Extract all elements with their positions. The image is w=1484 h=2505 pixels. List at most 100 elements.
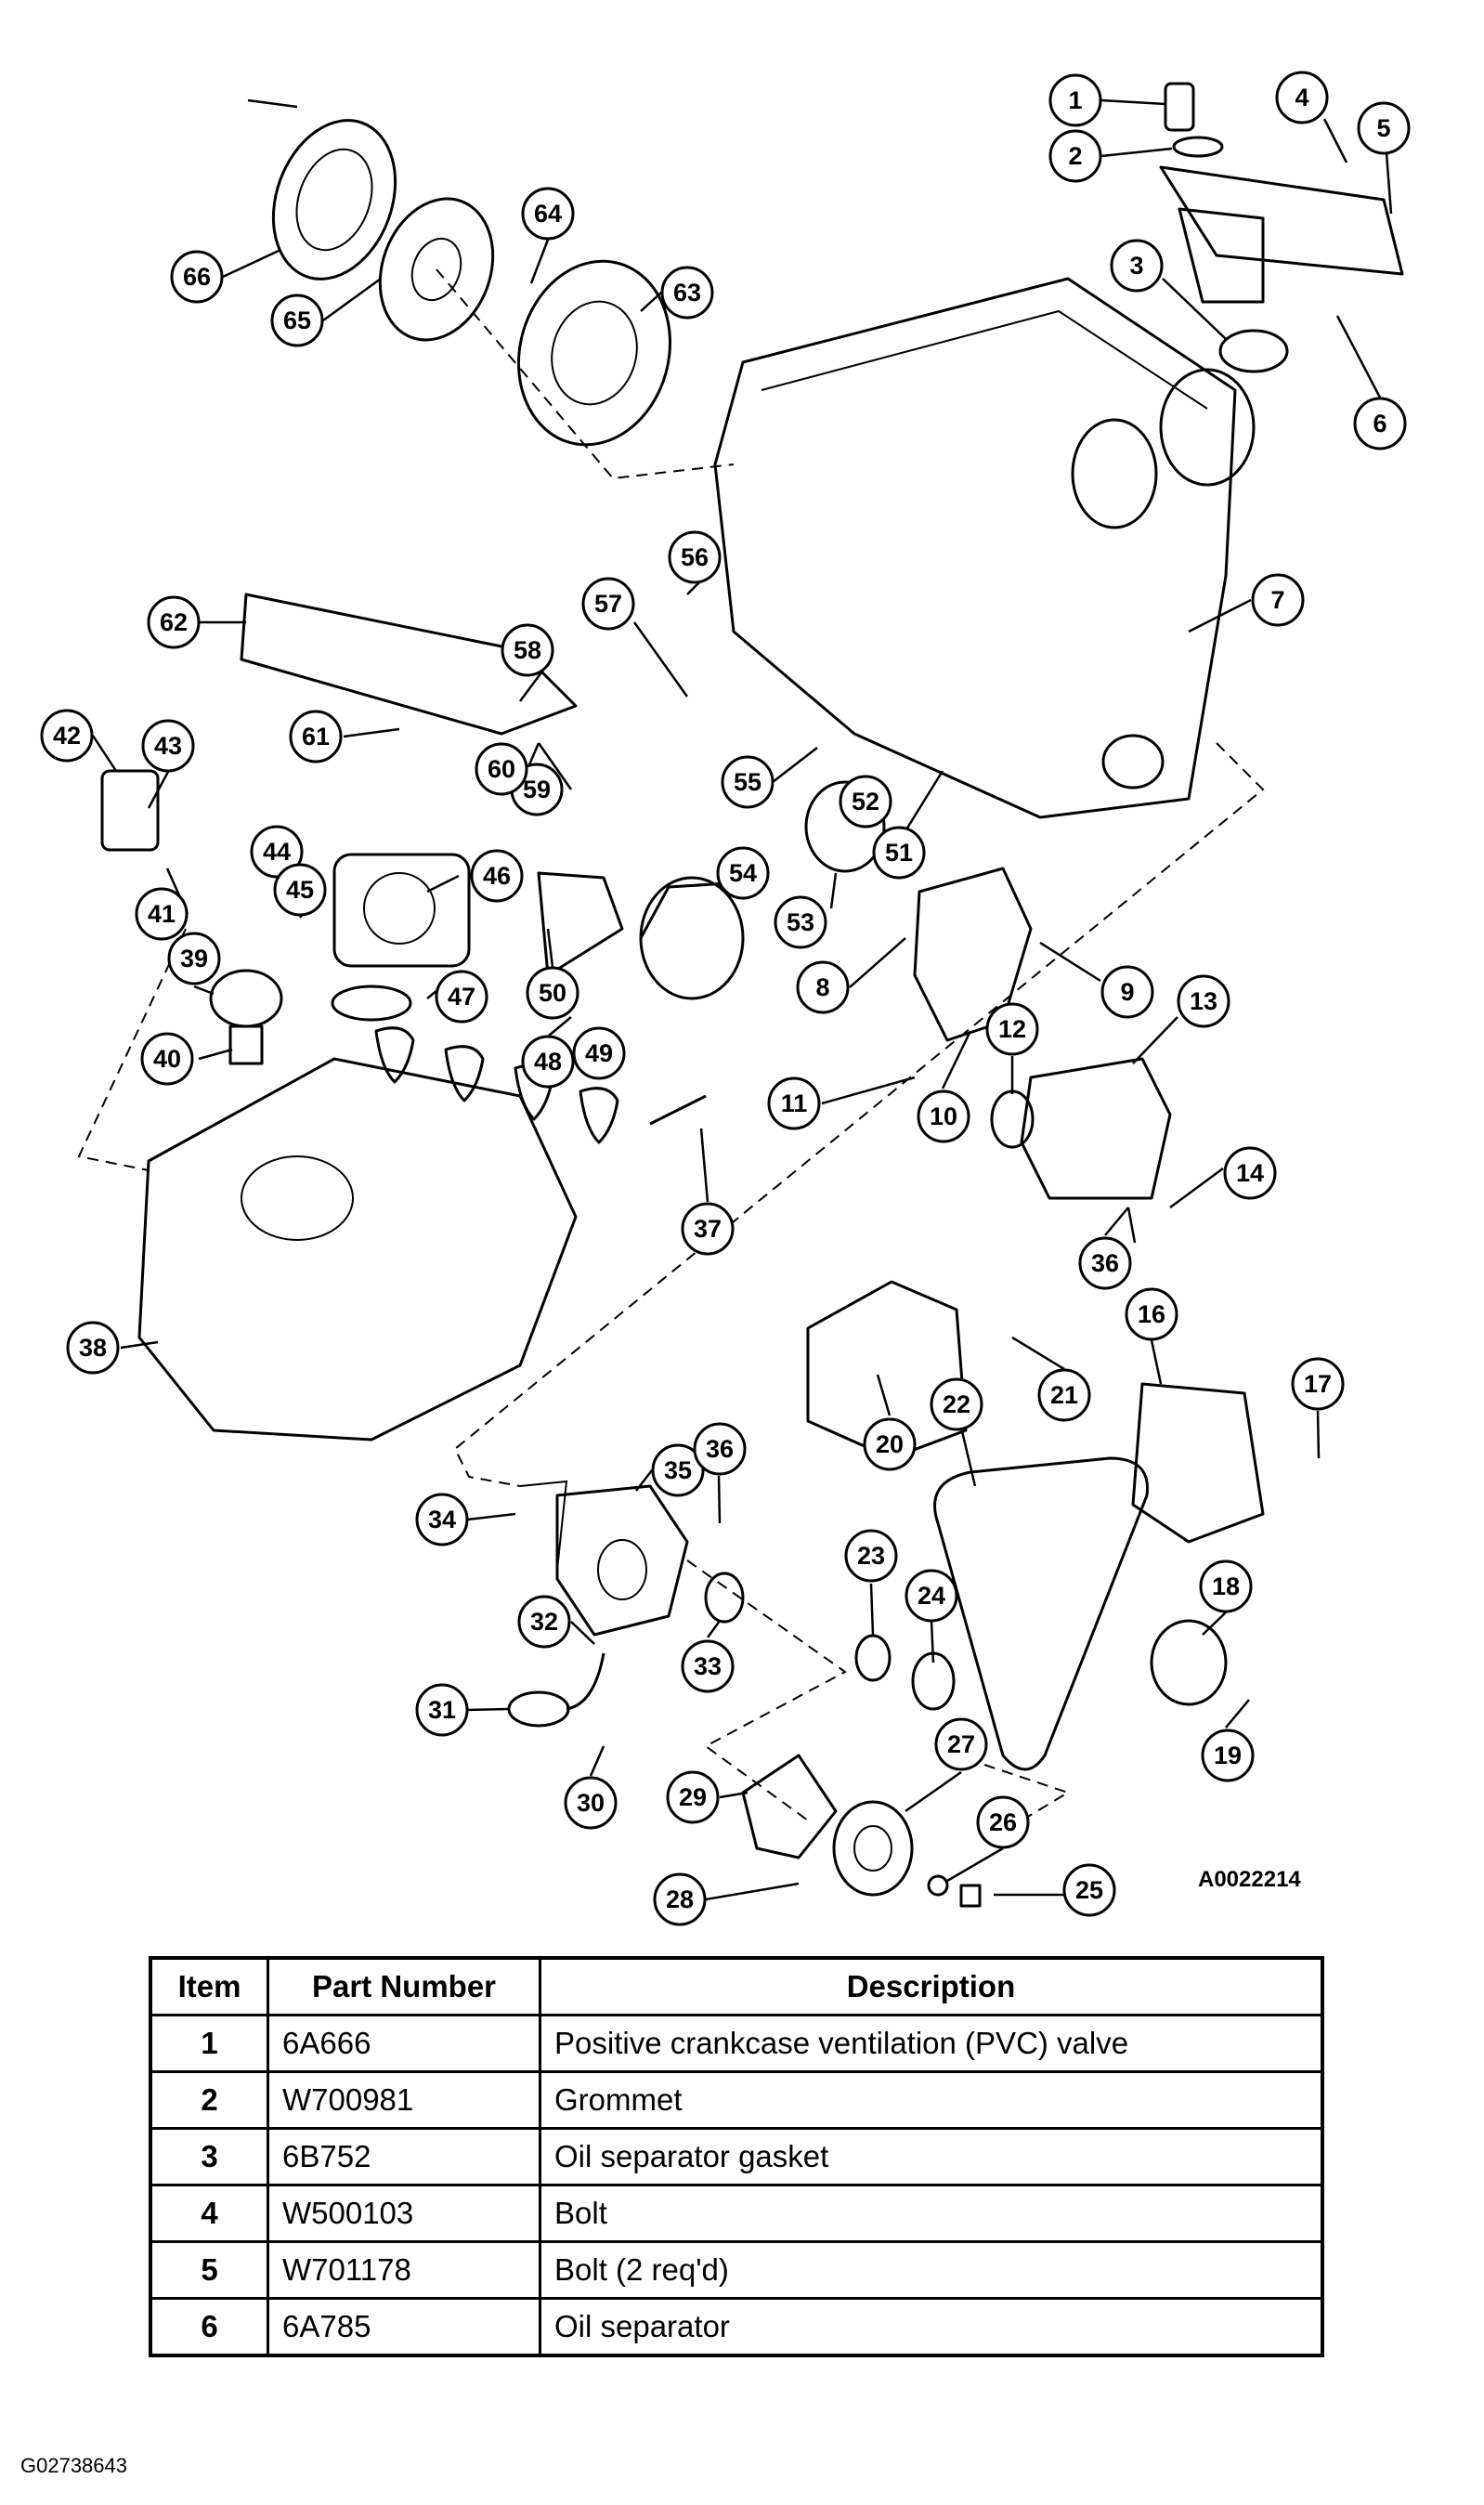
- oil-pump: [555, 1484, 689, 1637]
- callout-60: 60: [475, 742, 528, 796]
- oil-separator-gasket: [1218, 329, 1289, 373]
- callout-label: 53: [787, 908, 814, 936]
- callout-label: 16: [1138, 1300, 1165, 1328]
- callout-label: 35: [664, 1456, 692, 1484]
- water-pump: [1020, 1057, 1172, 1200]
- callout-2: 2: [1048, 129, 1102, 183]
- callout-34: 34: [415, 1493, 469, 1546]
- callout-1: 1: [1048, 73, 1102, 127]
- throttle-bracket: [537, 871, 624, 977]
- callout-24: 24: [905, 1569, 958, 1623]
- callout-37: 37: [681, 1202, 735, 1256]
- callout-label: 62: [160, 608, 188, 636]
- upper-intake-runner: [240, 593, 578, 736]
- crank-front-seal: [704, 1572, 745, 1624]
- flywheel: [517, 259, 671, 447]
- callout-9: 9: [1100, 965, 1154, 1019]
- callout-label: 45: [286, 876, 314, 904]
- callout-label: 29: [679, 1783, 707, 1811]
- callout-label: 5: [1376, 114, 1390, 142]
- callout-39: 39: [167, 932, 221, 985]
- table-row: 2 W700981 Grommet: [149, 2070, 1324, 2130]
- callout-33: 33: [681, 1639, 735, 1693]
- callout-4: 4: [1275, 71, 1329, 124]
- cam-sprocket-upper: [1159, 368, 1256, 487]
- callout-18: 18: [1199, 1559, 1253, 1613]
- row-description: Bolt: [539, 2184, 1324, 2243]
- callout-64: 64: [521, 187, 575, 241]
- callout-36: 36: [1078, 1236, 1132, 1290]
- callout-label: 12: [998, 1015, 1026, 1043]
- callout-label: 17: [1304, 1370, 1332, 1398]
- callout-label: 40: [153, 1045, 181, 1073]
- row-item: 4: [149, 2184, 269, 2243]
- callout-19: 19: [1201, 1729, 1255, 1782]
- callout-26: 26: [976, 1795, 1030, 1849]
- callout-label: 59: [523, 776, 551, 803]
- callout-52: 52: [839, 775, 892, 828]
- callout-10: 10: [917, 1089, 970, 1143]
- oil-pump-rotor: [597, 1539, 647, 1600]
- row-part-number: 6A785: [267, 2297, 541, 2357]
- callout-label: 44: [263, 838, 291, 866]
- pressure-plate: [271, 119, 397, 281]
- callout-40: 40: [140, 1032, 194, 1086]
- parts-table-header: Item Part Number Description: [149, 1956, 1324, 2016]
- callout-21: 21: [1037, 1368, 1091, 1422]
- callout-label: 47: [448, 983, 475, 1011]
- callout-7: 7: [1251, 573, 1305, 627]
- crank-pulley: [832, 1800, 914, 1897]
- guide-sensor-to-manifold: [77, 928, 187, 1171]
- table-row: 5 W701178 Bolt (2 req'd): [149, 2240, 1324, 2300]
- callout-label: 25: [1075, 1876, 1103, 1904]
- callout-label: 33: [694, 1652, 722, 1680]
- callout-label: 21: [1050, 1381, 1078, 1409]
- callout-50: 50: [526, 966, 579, 1020]
- callout-label: 65: [283, 307, 311, 334]
- assembly-guide-lines: [77, 268, 1265, 1821]
- callout-63: 63: [660, 266, 714, 320]
- oil-separator-body: [1178, 207, 1265, 304]
- belt-guide: [741, 1754, 838, 1859]
- callout-31: 31: [415, 1683, 469, 1737]
- callout-5: 5: [1357, 101, 1411, 155]
- callout-label: 1: [1068, 86, 1082, 114]
- cam-sprocket-lower: [1071, 418, 1158, 529]
- callout-label: 61: [302, 723, 330, 750]
- row-item: 2: [149, 2070, 269, 2130]
- callout-49: 49: [572, 1026, 626, 1080]
- pressure-plate-inner: [295, 148, 373, 252]
- callout-label: 11: [781, 1089, 808, 1117]
- callout-label: 13: [1190, 987, 1217, 1015]
- head-edge: [761, 309, 1208, 410]
- callout-32: 32: [517, 1595, 571, 1649]
- row-description: Grommet: [539, 2070, 1324, 2130]
- callout-label: 19: [1214, 1742, 1242, 1769]
- crank-nose: [1101, 734, 1165, 789]
- callout-28: 28: [653, 1872, 707, 1926]
- callout-label: 9: [1120, 978, 1134, 1006]
- callout-label: 42: [53, 722, 81, 750]
- throttle-gasket: [331, 985, 412, 1022]
- callout-label: 43: [154, 732, 182, 760]
- table-row: 6 6A785 Oil separator: [149, 2297, 1324, 2357]
- callout-label: 34: [428, 1506, 456, 1533]
- row-item: 1: [149, 2014, 269, 2073]
- callout-44: 44: [250, 825, 304, 879]
- callout-label: 46: [483, 862, 511, 890]
- callout-57: 57: [581, 577, 635, 631]
- oil-filter-body: [639, 881, 744, 939]
- row-part-number: 6B752: [267, 2127, 541, 2186]
- callout-16: 16: [1125, 1287, 1178, 1341]
- callout-label: 10: [930, 1102, 957, 1130]
- callout-label: 24: [918, 1582, 945, 1610]
- callout-62: 62: [147, 595, 201, 649]
- callout-29: 29: [666, 1770, 720, 1824]
- callout-label: 64: [534, 200, 562, 228]
- idler-pulley: [1150, 1619, 1228, 1706]
- callout-label: 38: [79, 1334, 107, 1362]
- row-item: 3: [149, 2127, 269, 2186]
- callout-label: 22: [943, 1390, 970, 1418]
- callout-42: 42: [40, 709, 94, 763]
- callout-label: 63: [673, 279, 701, 307]
